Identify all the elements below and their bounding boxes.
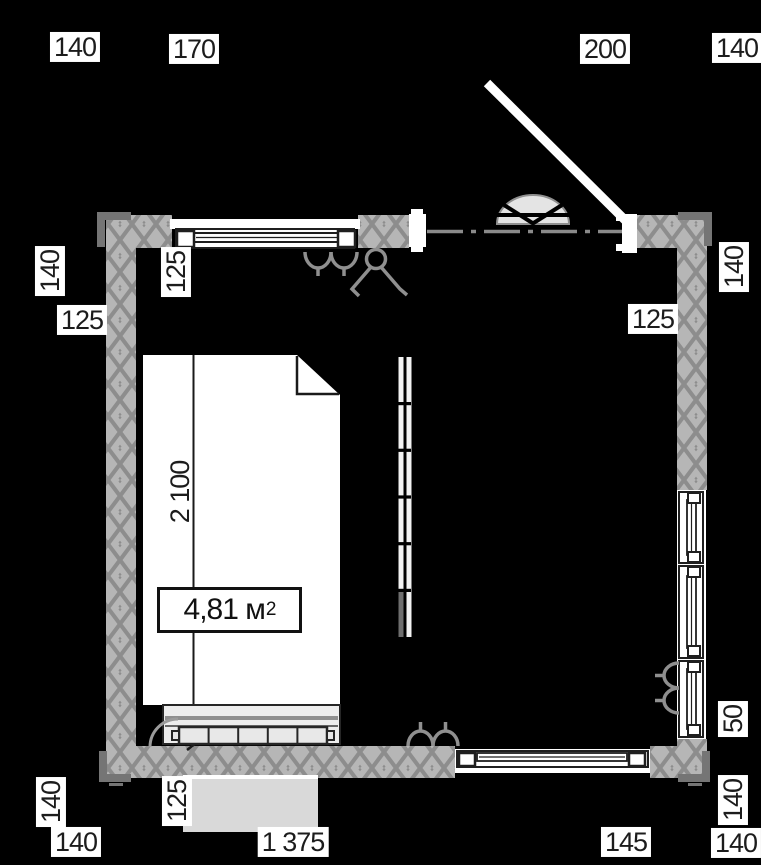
radiator-icon-right — [655, 661, 680, 715]
balcony-threshold — [183, 775, 318, 779]
corner-marker-top-right — [678, 212, 712, 246]
walls — [106, 215, 707, 778]
dim-top-200: 200 — [579, 33, 631, 65]
window-right — [677, 490, 706, 739]
dim-inner-125-top: 125 — [160, 246, 192, 298]
dim-bottom-left-140-v: 140 — [35, 776, 67, 828]
window-top-cap-left — [175, 229, 196, 249]
dim-right-50: 50 — [717, 700, 749, 738]
wall-right-upper — [677, 215, 707, 490]
bed — [143, 355, 340, 705]
balcony-slab — [183, 779, 318, 832]
dim-bottom-1375: 1 375 — [257, 826, 329, 858]
door-fanlight-icon — [495, 194, 571, 226]
radiator-icon-top — [303, 251, 359, 276]
partition-dark-panel — [398, 592, 404, 637]
window-top — [170, 219, 360, 249]
corner-markers — [97, 212, 712, 786]
dim-top-140-left: 140 — [49, 31, 101, 63]
room-area-value: 4,81 м — [183, 593, 266, 626]
dim-bottom-125: 125 — [161, 775, 193, 827]
wall-top-left-segment — [106, 215, 172, 248]
corner-marker-top-left — [97, 212, 131, 247]
entrance-door — [409, 79, 637, 253]
dim-bottom-right-140-h: 140 — [710, 827, 761, 859]
window-bench — [148, 704, 341, 748]
wall-bottom-left-segment — [106, 746, 455, 778]
dim-left-140: 140 — [34, 245, 66, 297]
dim-left-125: 125 — [56, 304, 108, 336]
dim-bed-2100: 2 100 — [164, 460, 195, 524]
window-bottom — [455, 749, 650, 773]
dim-bottom-left-140-h: 140 — [50, 826, 102, 858]
bed-mattress — [143, 355, 340, 705]
dim-right-125: 125 — [627, 303, 679, 335]
glass-partition — [397, 357, 412, 637]
corner-marker-bottom-left — [99, 751, 131, 786]
bed-fold-corner — [295, 356, 339, 396]
dim-top-170: 170 — [168, 33, 220, 65]
dim-right-140: 140 — [718, 241, 750, 293]
wall-top-middle-segment — [358, 215, 409, 248]
corner-marker-bottom-right — [678, 751, 710, 786]
wall-bottom-right-segment — [650, 746, 707, 778]
dim-top-140-right: 140 — [711, 32, 761, 64]
dim-bottom-right-140-v: 140 — [717, 774, 749, 826]
door-jamb-left — [409, 214, 426, 247]
radiator-icon-bottom — [406, 722, 460, 747]
radiator-body — [177, 725, 329, 746]
window-top-sill — [170, 219, 360, 229]
swing-arc — [148, 717, 179, 748]
dim-bottom-145: 145 — [600, 826, 652, 858]
door-leaf — [483, 79, 632, 227]
person-figure-icon — [349, 247, 409, 298]
window-top-cap-right — [336, 229, 357, 249]
wall-left — [106, 215, 136, 778]
